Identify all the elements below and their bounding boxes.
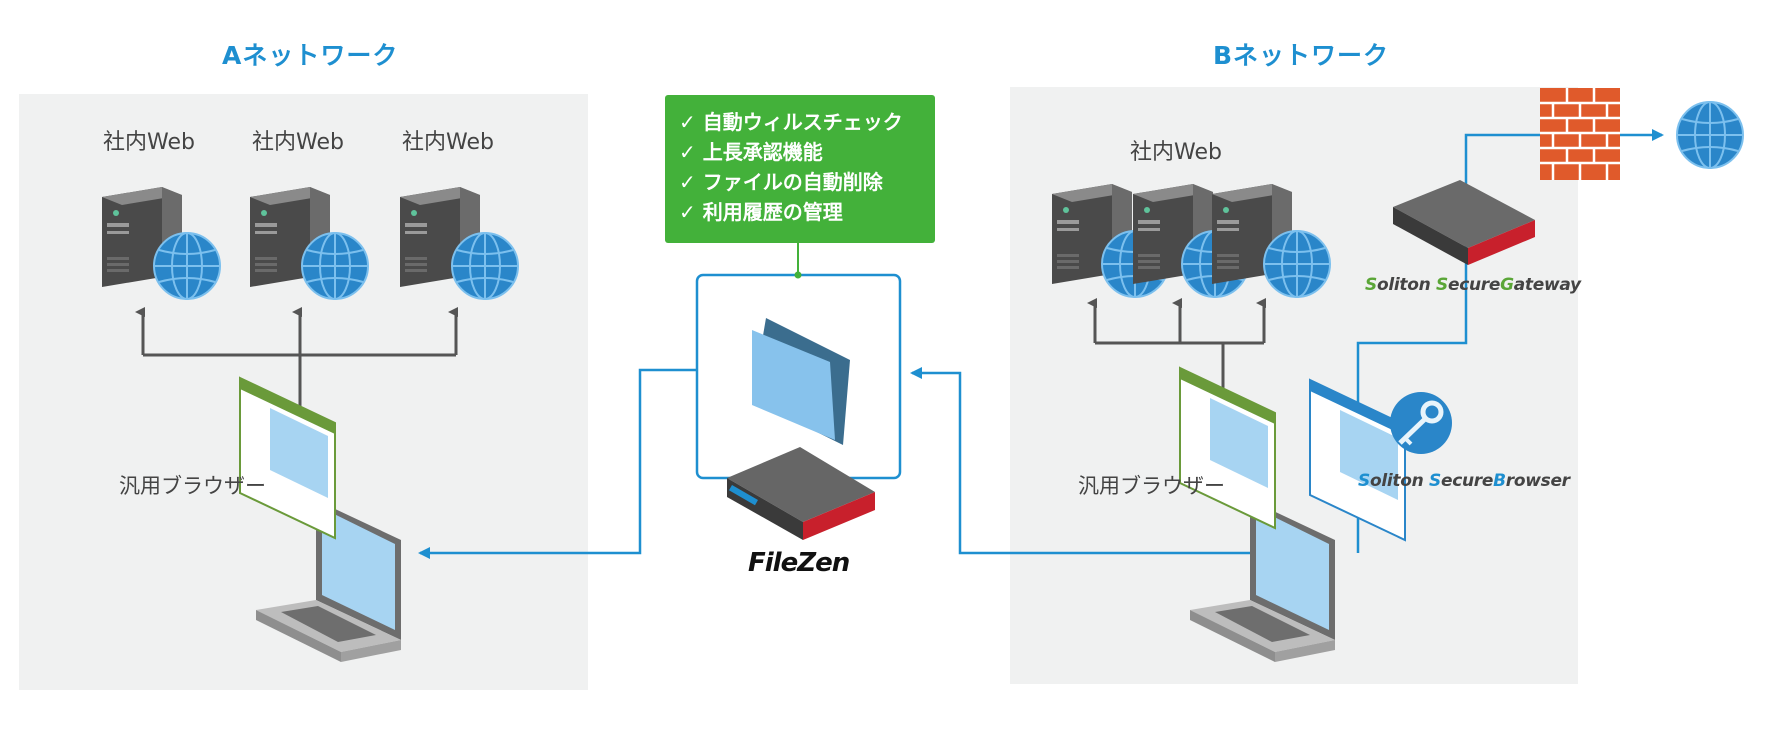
server-label-a2: 社内Web (252, 130, 344, 155)
brand-text: rowser (1505, 471, 1570, 491)
globe-icon (153, 232, 221, 300)
network-b-title: Bネットワーク (1213, 41, 1390, 70)
server-label-b: 社内Web (1130, 140, 1222, 165)
key-icon (1390, 392, 1452, 454)
globe-icon (301, 232, 369, 300)
browser-label-a: 汎用ブラウザー (119, 474, 266, 498)
browser-window-icon (1179, 367, 1276, 529)
network-b-connectors (1087, 298, 1266, 395)
brand-letter: B (1493, 471, 1506, 491)
feature-item: ✓ 上長承認機能 (679, 140, 823, 164)
feature-item: ✓ ファイルの自動削除 (679, 170, 883, 194)
secure-browser-label: Soliton SecureBrowser (1358, 471, 1570, 491)
feature-item: ✓ 利用履歴の管理 (679, 200, 843, 224)
brand-text: oliton (1369, 471, 1430, 491)
secure-gateway-label: Soliton SecureGateway (1365, 275, 1581, 295)
brand-text: ecure (1447, 275, 1501, 295)
brand-text: oliton (1376, 275, 1437, 295)
browser-window-icon (239, 377, 336, 539)
globe-icon (451, 232, 519, 300)
feature-item: ✓ 自動ウィルスチェック (679, 110, 903, 134)
feature-list: ✓ 自動ウィルスチェック ✓ 上長承認機能 ✓ ファイルの自動削除 ✓ 利用履歴… (665, 95, 935, 243)
secure-browser-window-icon (1309, 379, 1406, 541)
brand-letter: G (1500, 275, 1514, 295)
appliance-icon (727, 447, 875, 540)
firewall-icon (1540, 88, 1620, 180)
server-label-a1: 社内Web (103, 130, 195, 155)
internet-globe-icon (1676, 101, 1744, 169)
filezen-logo: FileZen (748, 548, 850, 578)
data-flow-lines (418, 129, 1664, 559)
secure-gateway-appliance-icon (1393, 180, 1535, 265)
network-a-connectors (135, 307, 458, 410)
browser-label-b: 汎用ブラウザー (1078, 474, 1225, 498)
server-label-a3: 社内Web (402, 130, 494, 155)
folder-icon (752, 318, 850, 445)
brand-letter: S (1429, 471, 1441, 491)
globe-icon (1263, 230, 1331, 298)
brand-letter: S (1436, 275, 1448, 295)
brand-text: ateway (1513, 275, 1581, 295)
network-a-title: Aネットワーク (222, 41, 399, 70)
brand-text: ecure (1440, 471, 1494, 491)
brand-letter: S (1365, 275, 1377, 295)
laptop-icon (1190, 500, 1335, 662)
brand-letter: S (1358, 471, 1370, 491)
